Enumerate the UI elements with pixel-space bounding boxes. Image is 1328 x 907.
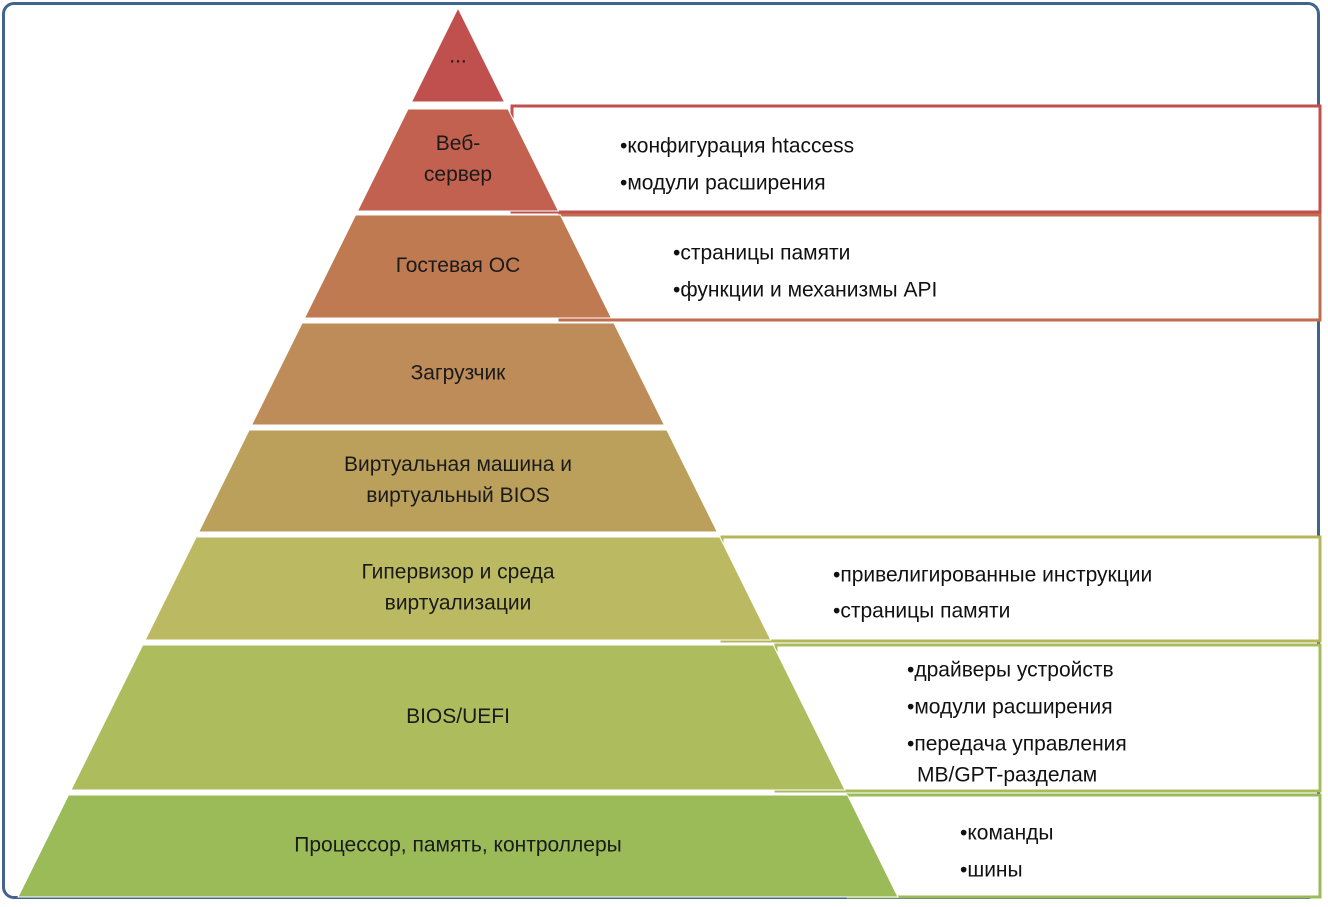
pyramid-label-bootloader: Загрузчик (411, 362, 507, 385)
pyramid-label-hardware: Процессор, память, контроллеры (294, 834, 621, 857)
pyramid-label-hypervisor-0: Гипервизор и среда (361, 561, 554, 584)
detail-item-web-server-1: •модули расширения (620, 172, 826, 195)
detail-box-guest-os (558, 213, 1322, 322)
detail-item-hardware-0: •команды (960, 822, 1054, 845)
pyramid-label-web-server-1: сервер (424, 163, 492, 186)
detail-item-bios-2: •передача управления (907, 733, 1127, 756)
pyramid-label-virtual-machine-0: Виртуальная машина и (344, 453, 572, 476)
detail-item-guest-os-0: •страницы памяти (673, 242, 850, 265)
detail-item-bios-0: •драйверы устройств (907, 659, 1114, 682)
detail-item-hardware-1: •шины (960, 859, 1023, 882)
pyramid-level-hypervisor (144, 536, 772, 641)
detail-item-hypervisor-1: •страницы памяти (833, 600, 1010, 623)
detail-item-web-server-0: •конфигурация htaccess (620, 135, 854, 158)
pyramid-label-top: ... (449, 45, 467, 68)
detail-box-hypervisor (720, 535, 1322, 643)
pyramid-label-hypervisor-1: виртуализации (385, 592, 532, 615)
detail-item-bios-2-cont: MB/GPT-разделам (917, 764, 1097, 787)
pyramid-level-top (410, 6, 506, 103)
pyramid-level-virtual-machine (197, 429, 719, 533)
pyramid-label-guest-os: Гостевая ОС (396, 254, 521, 277)
detail-box-hardware (846, 793, 1322, 899)
pyramid-level-guest-os (303, 214, 613, 319)
pyramid-label-bios: BIOS/UEFI (406, 705, 510, 728)
detail-box-web-server (510, 104, 1322, 214)
detail-item-bios-1: •модули расширения (907, 696, 1113, 719)
pyramid-level-web-server (356, 108, 560, 212)
pyramid-label-virtual-machine-1: виртуальный BIOS (366, 484, 550, 507)
detail-item-hypervisor-0: •привелигированные инструкции (833, 564, 1152, 587)
pyramid-level-bootloader (250, 322, 666, 426)
pyramid-level-hardware (17, 794, 899, 898)
pyramid-label-web-server-0: Веб- (436, 132, 480, 155)
detail-item-guest-os-1: •функции и механизмы API (673, 279, 937, 302)
pyramid (17, 6, 899, 898)
pyramid-level-bios (70, 644, 846, 791)
